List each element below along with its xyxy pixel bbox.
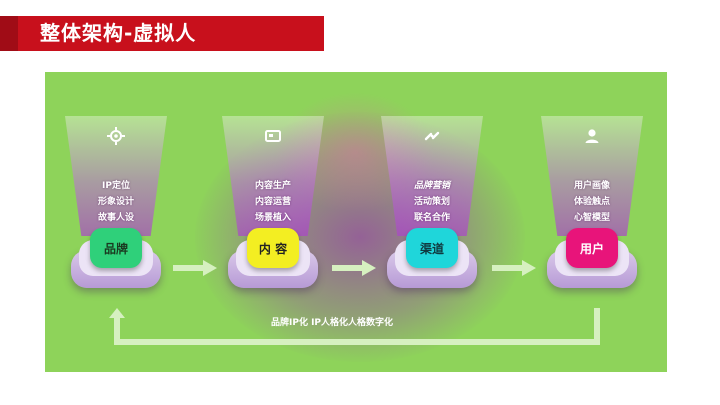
loop-label: 品牌IP化 IP人格化人格数字化 bbox=[271, 318, 394, 328]
return-loop-arrow bbox=[109, 308, 600, 345]
step-text-line: 联名合作 bbox=[413, 213, 450, 223]
step-text-line: IP定位 bbox=[102, 181, 130, 191]
pedestal: 内 容 bbox=[228, 228, 318, 288]
step-content: 内容生产 内容运营 场景植入 内 容 bbox=[222, 116, 324, 316]
pedestal: 渠道 bbox=[387, 228, 477, 288]
image-icon bbox=[265, 130, 281, 142]
step-text-line: 品牌营销 bbox=[413, 181, 450, 191]
step-channel: 品牌营销 活动策划 联名合作 渠道 bbox=[381, 116, 483, 316]
pedestal: 品牌 bbox=[71, 228, 161, 288]
arrow-right-icon bbox=[492, 260, 536, 276]
step-text-line: 内容运营 bbox=[254, 197, 291, 207]
page-title: 整体架构-虚拟人 bbox=[40, 21, 197, 45]
step-brand: IP定位 形象设计 故事人设 品牌 bbox=[65, 116, 167, 316]
link-icon bbox=[424, 131, 440, 141]
architecture-panel: IP定位 形象设计 故事人设 品牌 内容生产 内容运营 场景植入 内 容 品牌营… bbox=[45, 72, 667, 372]
title-accent bbox=[0, 16, 18, 51]
user-icon bbox=[585, 129, 599, 143]
step-text-line: 场景植入 bbox=[254, 213, 291, 223]
arrow-right-icon bbox=[173, 260, 217, 276]
title-bar: 整体架构-虚拟人 bbox=[0, 16, 324, 51]
step-badge: 渠道 bbox=[406, 228, 458, 268]
step-user: 用户画像 体验触点 心智模型 用户 bbox=[541, 116, 643, 316]
arrow-right-icon bbox=[332, 260, 376, 276]
step-text-line: 故事人设 bbox=[97, 213, 134, 223]
step-badge: 用户 bbox=[566, 228, 618, 268]
step-text-line: 活动策划 bbox=[413, 197, 450, 207]
step-text-line: 用户画像 bbox=[573, 181, 610, 191]
step-text-line: 形象设计 bbox=[97, 197, 134, 207]
step-text-line: 心智模型 bbox=[573, 213, 610, 223]
pedestal: 用户 bbox=[547, 228, 637, 288]
step-text-line: 内容生产 bbox=[254, 181, 291, 191]
step-badge: 内 容 bbox=[247, 228, 299, 268]
target-icon bbox=[107, 127, 125, 145]
step-text-line: 体验触点 bbox=[573, 197, 610, 207]
step-badge: 品牌 bbox=[90, 228, 142, 268]
